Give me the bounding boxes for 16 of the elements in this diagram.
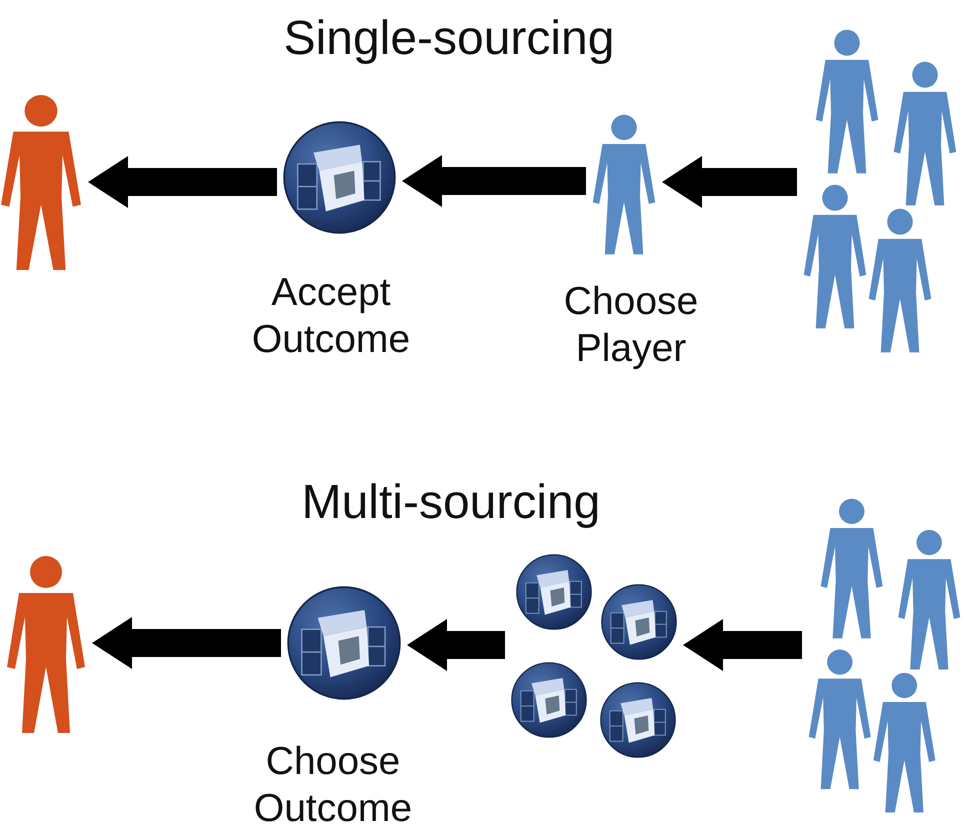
arrow: [402, 155, 586, 207]
section-title: Single-sourcing: [284, 11, 614, 67]
person-figure: [0, 94, 82, 272]
node-label: Choose Outcome: [252, 739, 414, 832]
section-title: Multi-sourcing: [302, 475, 600, 531]
arrow: [662, 156, 797, 208]
node-label: Choose Player: [562, 279, 700, 372]
arrow: [683, 619, 802, 671]
arrow: [92, 617, 281, 669]
arrow: [407, 619, 505, 671]
document-disc: [283, 121, 396, 234]
arrow: [88, 156, 277, 208]
person-figure: [6, 555, 86, 735]
node-label: Accept Outcome: [250, 270, 412, 363]
document-disc: [287, 586, 401, 700]
person-figure: [592, 114, 656, 256]
